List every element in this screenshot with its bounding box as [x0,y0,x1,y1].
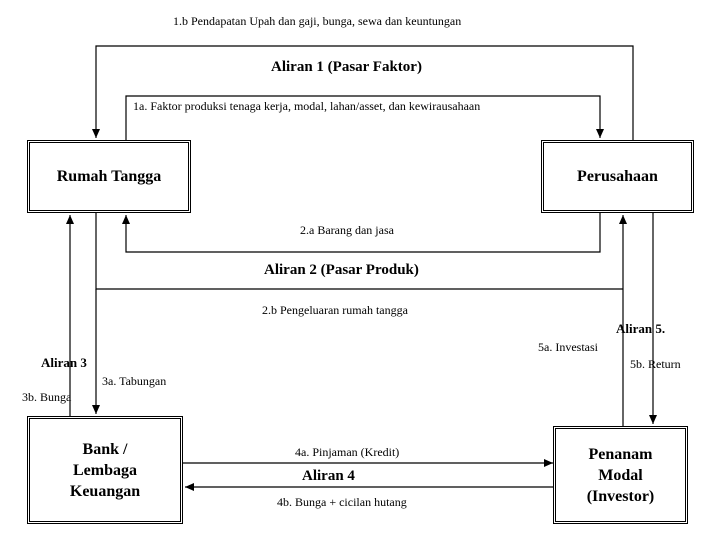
label-5a: 5a. Investasi [538,340,598,354]
flow-title-aliran-3: Aliran 3 [41,355,87,370]
label-2b: 2.b Pengeluaran rumah tangga [262,303,408,317]
arrow-2a [122,212,601,253]
flow-title-aliran-2: Aliran 2 (Pasar Produk) [264,262,419,278]
label-4b: 4b. Bunga + cicilan hutang [277,495,407,509]
flow-title-aliran-5: Aliran 5. [616,321,666,336]
label-1a: 1a. Faktor produksi tenaga kerja, modal,… [133,99,481,113]
label-3b: 3b. Bunga [22,390,72,404]
flow-title-aliran-1: Aliran 1 (Pasar Faktor) [271,59,422,75]
node-rumah-tangga: Rumah Tangga [27,140,191,213]
node-bank-lembaga-keuangan: Bank / Lembaga Keuangan [27,416,183,524]
label-1b: 1.b Pendapatan Upah dan gaji, bunga, sew… [173,14,462,28]
label-4a: 4a. Pinjaman (Kredit) [295,445,400,459]
label-2a: 2.a Barang dan jasa [300,223,394,237]
label-5b: 5b. Return [630,357,681,371]
arrow-1a [125,95,604,140]
label-3a: 3a. Tabungan [102,374,167,388]
flow-title-aliran-4: Aliran 4 [302,468,355,484]
node-perusahaan: Perusahaan [541,140,694,213]
arrow-1b [92,45,634,140]
node-penanam-modal: Penanam Modal (Investor) [553,426,688,524]
